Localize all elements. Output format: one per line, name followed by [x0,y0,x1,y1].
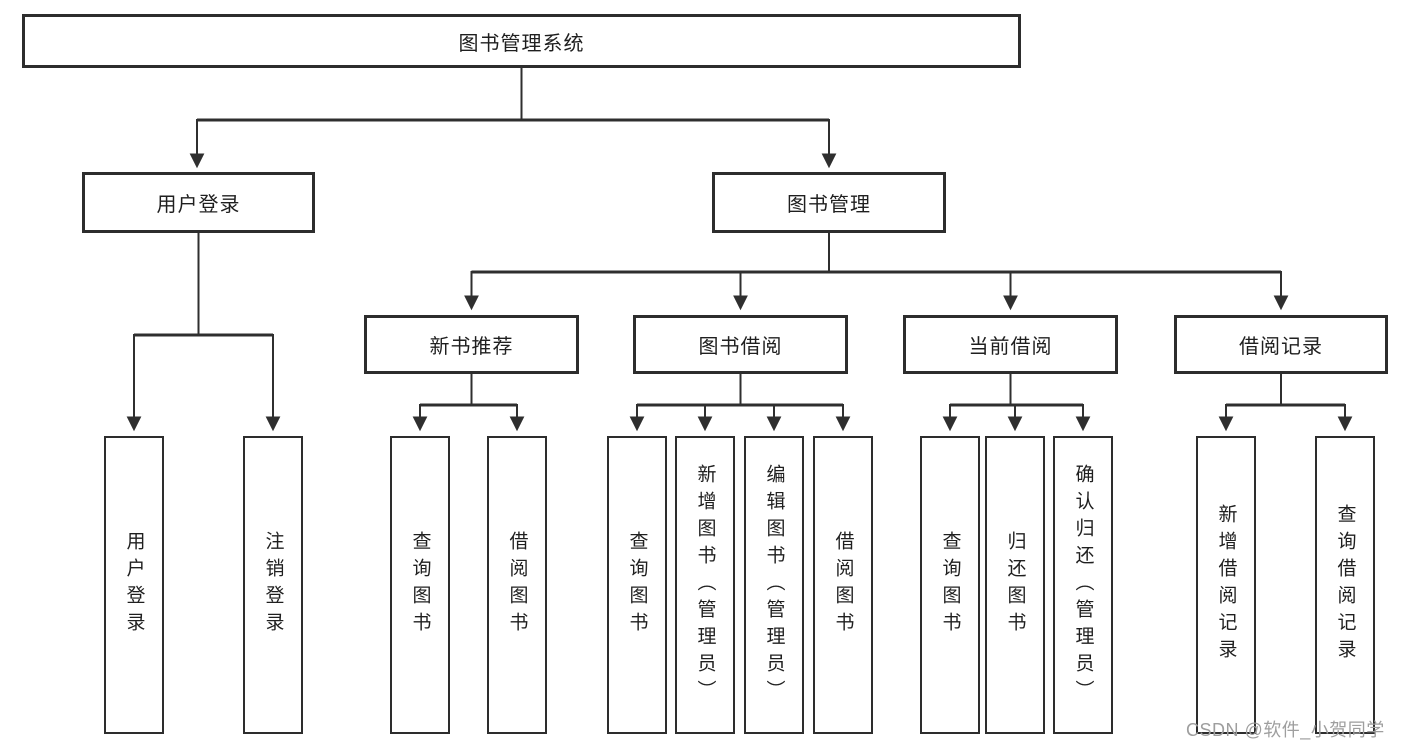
node-root-label: 图书管理系统 [458,32,585,55]
leaf-br-add-record: 新增借阅记录 [1196,436,1256,734]
leaf-cb-return-books-label: 归还图书 [1004,531,1026,639]
leaf-logout-label: 注销登录 [262,531,284,639]
leaf-nb-query-books: 查询图书 [390,436,450,734]
node-borrow-records: 借阅记录 [1174,315,1388,374]
leaf-bb-query-books-label: 查询图书 [626,531,648,639]
leaf-br-query-record-label: 查询借阅记录 [1334,504,1356,666]
leaf-bb-borrow-books: 借阅图书 [813,436,873,734]
leaf-br-add-record-label: 新增借阅记录 [1215,504,1237,666]
leaf-bb-add-books-label: 新增图书（管理员） [694,463,716,707]
node-user-login: 用户登录 [82,172,315,233]
leaf-cb-confirm-return: 确认归还（管理员） [1053,436,1113,734]
csdn-watermark: CSDN @软件_小贺同学 [1186,720,1385,740]
leaf-cb-confirm-return-label: 确认归还（管理员） [1072,463,1094,707]
node-book-management: 图书管理 [712,172,946,233]
node-book-borrow-label: 图书借阅 [698,336,783,358]
leaf-bb-add-books: 新增图书（管理员） [675,436,735,734]
leaf-cb-query-books-label: 查询图书 [939,531,961,639]
node-user-login-label: 用户登录 [156,194,241,216]
leaf-nb-borrow-books-label: 借阅图书 [506,531,528,639]
leaf-user-login-label: 用户登录 [123,531,145,639]
leaf-nb-borrow-books: 借阅图书 [487,436,547,734]
leaf-bb-borrow-books-label: 借阅图书 [832,531,854,639]
node-book-management-label: 图书管理 [787,194,871,216]
leaf-cb-query-books: 查询图书 [920,436,980,734]
node-new-book-recommend: 新书推荐 [364,315,579,374]
leaf-br-query-record: 查询借阅记录 [1315,436,1375,734]
node-current-borrow: 当前借阅 [903,315,1118,374]
node-root: 图书管理系统 [22,14,1021,68]
node-book-borrow: 图书借阅 [633,315,848,374]
leaf-bb-query-books: 查询图书 [607,436,667,734]
leaf-nb-query-books-label: 查询图书 [409,531,431,639]
node-current-borrow-label: 当前借阅 [968,336,1053,358]
node-new-book-recommend-label: 新书推荐 [429,336,514,358]
node-borrow-records-label: 借阅记录 [1239,336,1323,358]
leaf-user-login: 用户登录 [104,436,164,734]
leaf-bb-edit-books-label: 编辑图书（管理员） [763,463,785,707]
leaf-cb-return-books: 归还图书 [985,436,1045,734]
leaf-bb-edit-books: 编辑图书（管理员） [744,436,804,734]
leaf-logout: 注销登录 [243,436,303,734]
